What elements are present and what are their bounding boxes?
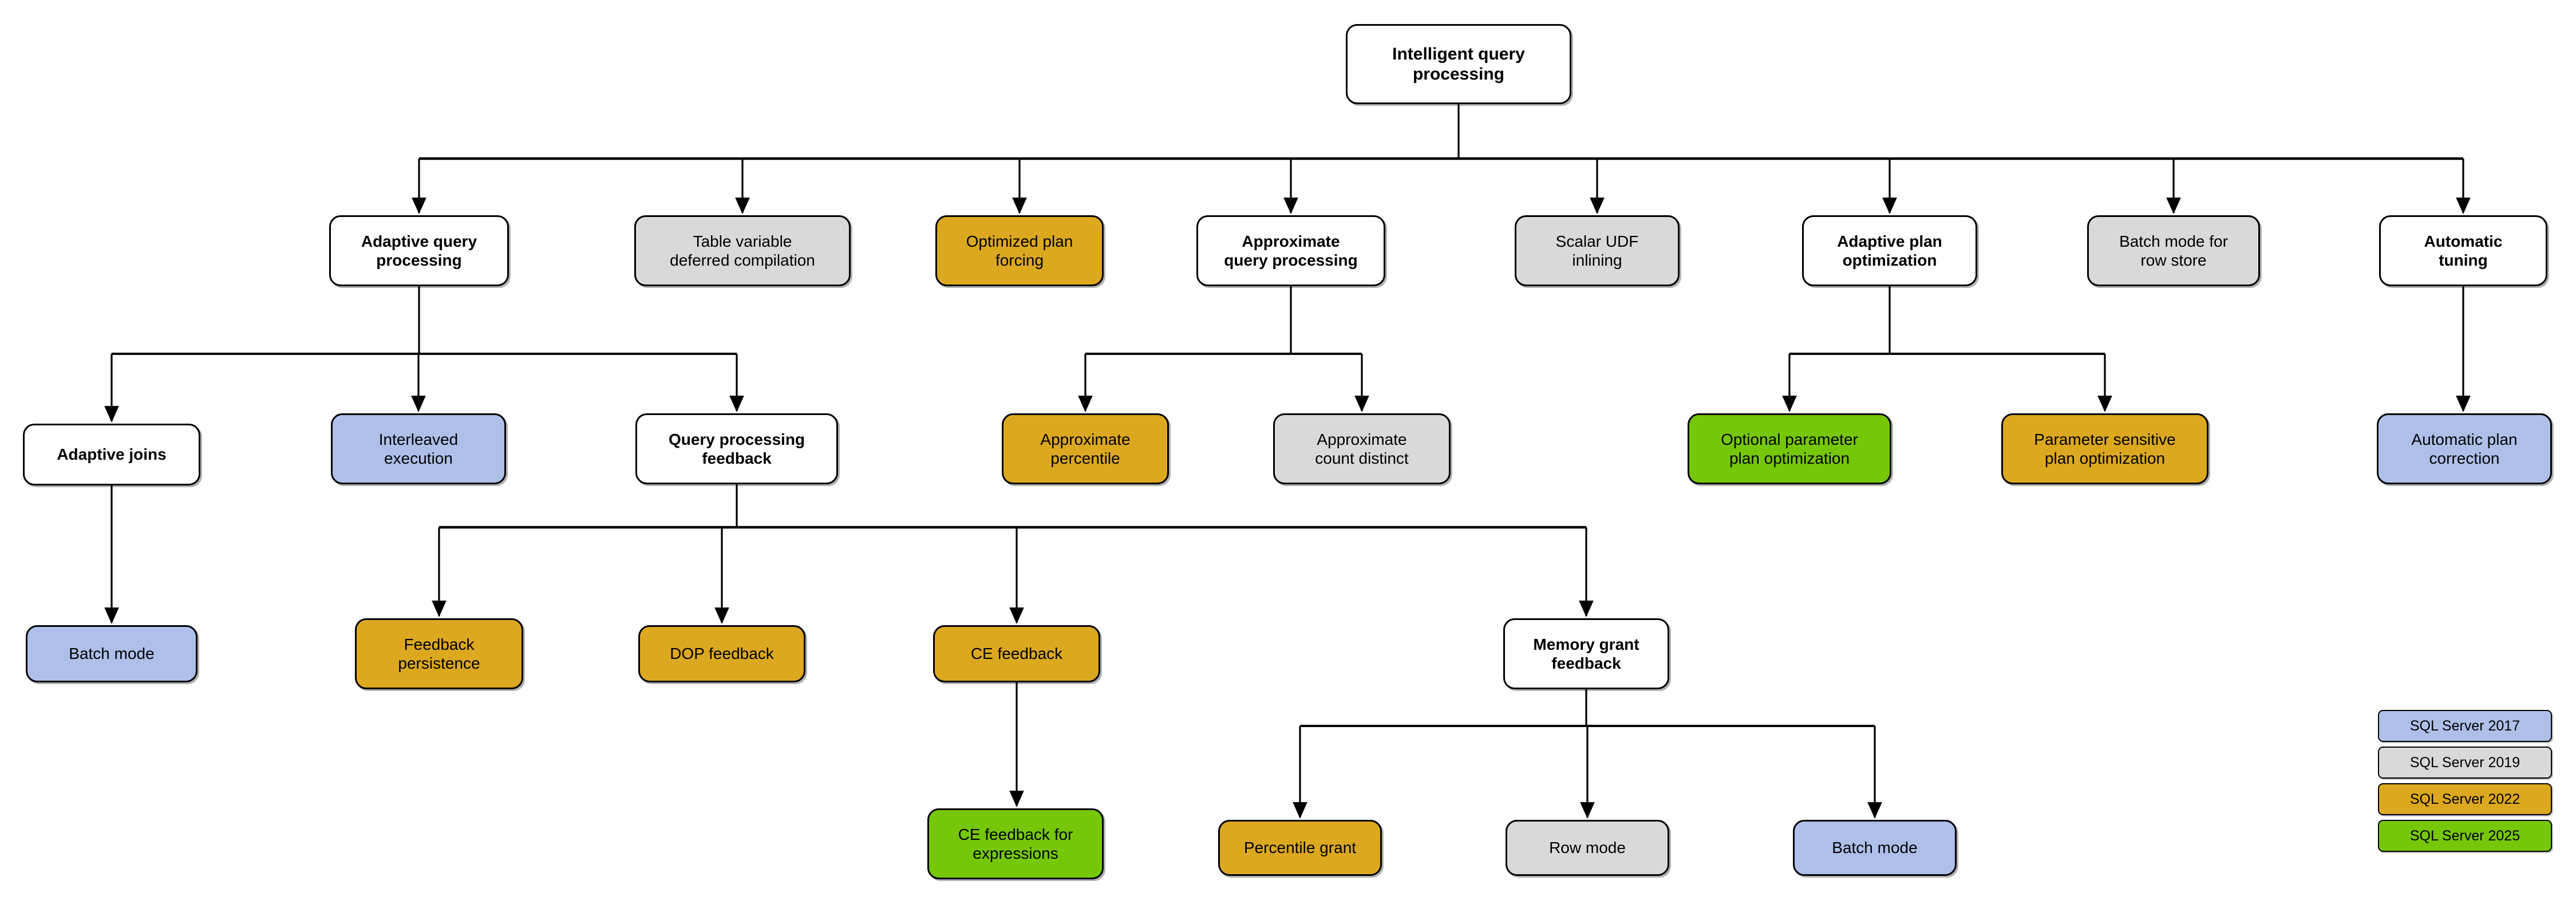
node-opf[interactable]: Optimized plan forcing [935,215,1104,286]
node-label-dop-feedback: DOP feedback [670,645,774,663]
node-label-opt-param-plan: Optional parameter plan optimization [1721,430,1858,467]
node-approx-percentile[interactable]: Approximate percentile [1002,413,1169,484]
node-label-approx-percentile: Approximate percentile [1040,430,1131,467]
node-percentile-grant[interactable]: Percentile grant [1218,820,1382,876]
node-psp-opt[interactable]: Parameter sensitive plan optimization [2001,413,2208,484]
node-label-adaptive-qp: Adaptive query processing [361,232,477,269]
node-adaptive-joins[interactable]: Adaptive joins [23,424,200,485]
legend-item-label: SQL Server 2022 [2409,791,2520,807]
node-auto-tuning[interactable]: Automatic tuning [2379,215,2547,286]
legend-item-sql-server-2019[interactable]: SQL Server 2019 [2378,747,2552,779]
node-label-apo: Adaptive plan optimization [1837,232,1942,269]
node-label-bmrs: Batch mode for row store [2119,232,2228,269]
node-label-row-mode: Row mode [1549,839,1626,857]
node-root[interactable]: Intelligent query processing [1346,24,1571,104]
node-label-feedback-persist: Feedback persistence [398,635,480,672]
node-approx-count[interactable]: Approximate count distinct [1273,413,1451,484]
node-label-approx-count: Approximate count distinct [1315,430,1409,467]
node-ce-feedback[interactable]: CE feedback [933,625,1100,682]
node-label-auto-tuning: Automatic tuning [2424,232,2503,269]
legend-item-sql-server-2025[interactable]: SQL Server 2025 [2378,820,2552,852]
node-label-interleaved: Interleaved execution [378,430,459,467]
node-opt-param-plan[interactable]: Optional parameter plan optimization [1688,413,1891,484]
legend-item-sql-server-2017[interactable]: SQL Server 2017 [2378,710,2552,742]
node-row-mode[interactable]: Row mode [1506,820,1669,876]
legend-item-sql-server-2022[interactable]: SQL Server 2022 [2378,783,2552,815]
node-label-aqp: Approximate query processing [1224,232,1358,269]
node-label-qpf: Query processing feedback [668,430,805,467]
node-auto-plan-corr[interactable]: Automatic plan correction [2377,413,2552,484]
node-ce-feedback-expr[interactable]: CE feedback for expressions [927,808,1104,879]
legend-item-label: SQL Server 2019 [2409,754,2520,771]
node-tvdc[interactable]: Table variable deferred compilation [634,215,851,286]
node-adaptive-qp[interactable]: Adaptive query processing [329,215,509,286]
node-label-tvdc: Table variable deferred compilation [670,232,815,269]
node-label-adaptive-joins: Adaptive joins [57,445,167,464]
node-batch-mode-aj[interactable]: Batch mode [26,625,197,682]
node-label-memory-grant: Memory grant feedback [1533,635,1639,672]
node-qpf[interactable]: Query processing feedback [635,413,838,484]
node-feedback-persist[interactable]: Feedback persistence [355,618,523,689]
node-label-root: Intelligent query processing [1392,44,1525,84]
node-interleaved[interactable]: Interleaved execution [331,413,506,484]
node-label-ce-feedback: CE feedback [970,645,1063,663]
node-label-auto-plan-corr: Automatic plan correction [2411,430,2518,467]
node-label-ce-feedback-expr: CE feedback for expressions [958,825,1073,862]
node-udf-inlining[interactable]: Scalar UDF inlining [1515,215,1680,286]
node-aqp[interactable]: Approximate query processing [1196,215,1385,286]
node-label-percentile-grant: Percentile grant [1243,839,1357,857]
node-label-batch-mode-mgf: Batch mode [1832,839,1918,857]
node-dop-feedback[interactable]: DOP feedback [638,625,805,682]
node-batch-mode-mgf[interactable]: Batch mode [1793,820,1957,876]
node-label-opf: Optimized plan forcing [966,232,1073,269]
node-label-psp-opt: Parameter sensitive plan optimization [2034,430,2176,467]
legend-item-label: SQL Server 2017 [2409,717,2520,734]
node-label-batch-mode-aj: Batch mode [69,645,155,663]
node-apo[interactable]: Adaptive plan optimization [1802,215,1977,286]
node-bmrs[interactable]: Batch mode for row store [2087,215,2260,286]
node-label-udf-inlining: Scalar UDF inlining [1555,232,1639,269]
legend-item-label: SQL Server 2025 [2409,827,2520,844]
node-memory-grant[interactable]: Memory grant feedback [1503,618,1669,689]
